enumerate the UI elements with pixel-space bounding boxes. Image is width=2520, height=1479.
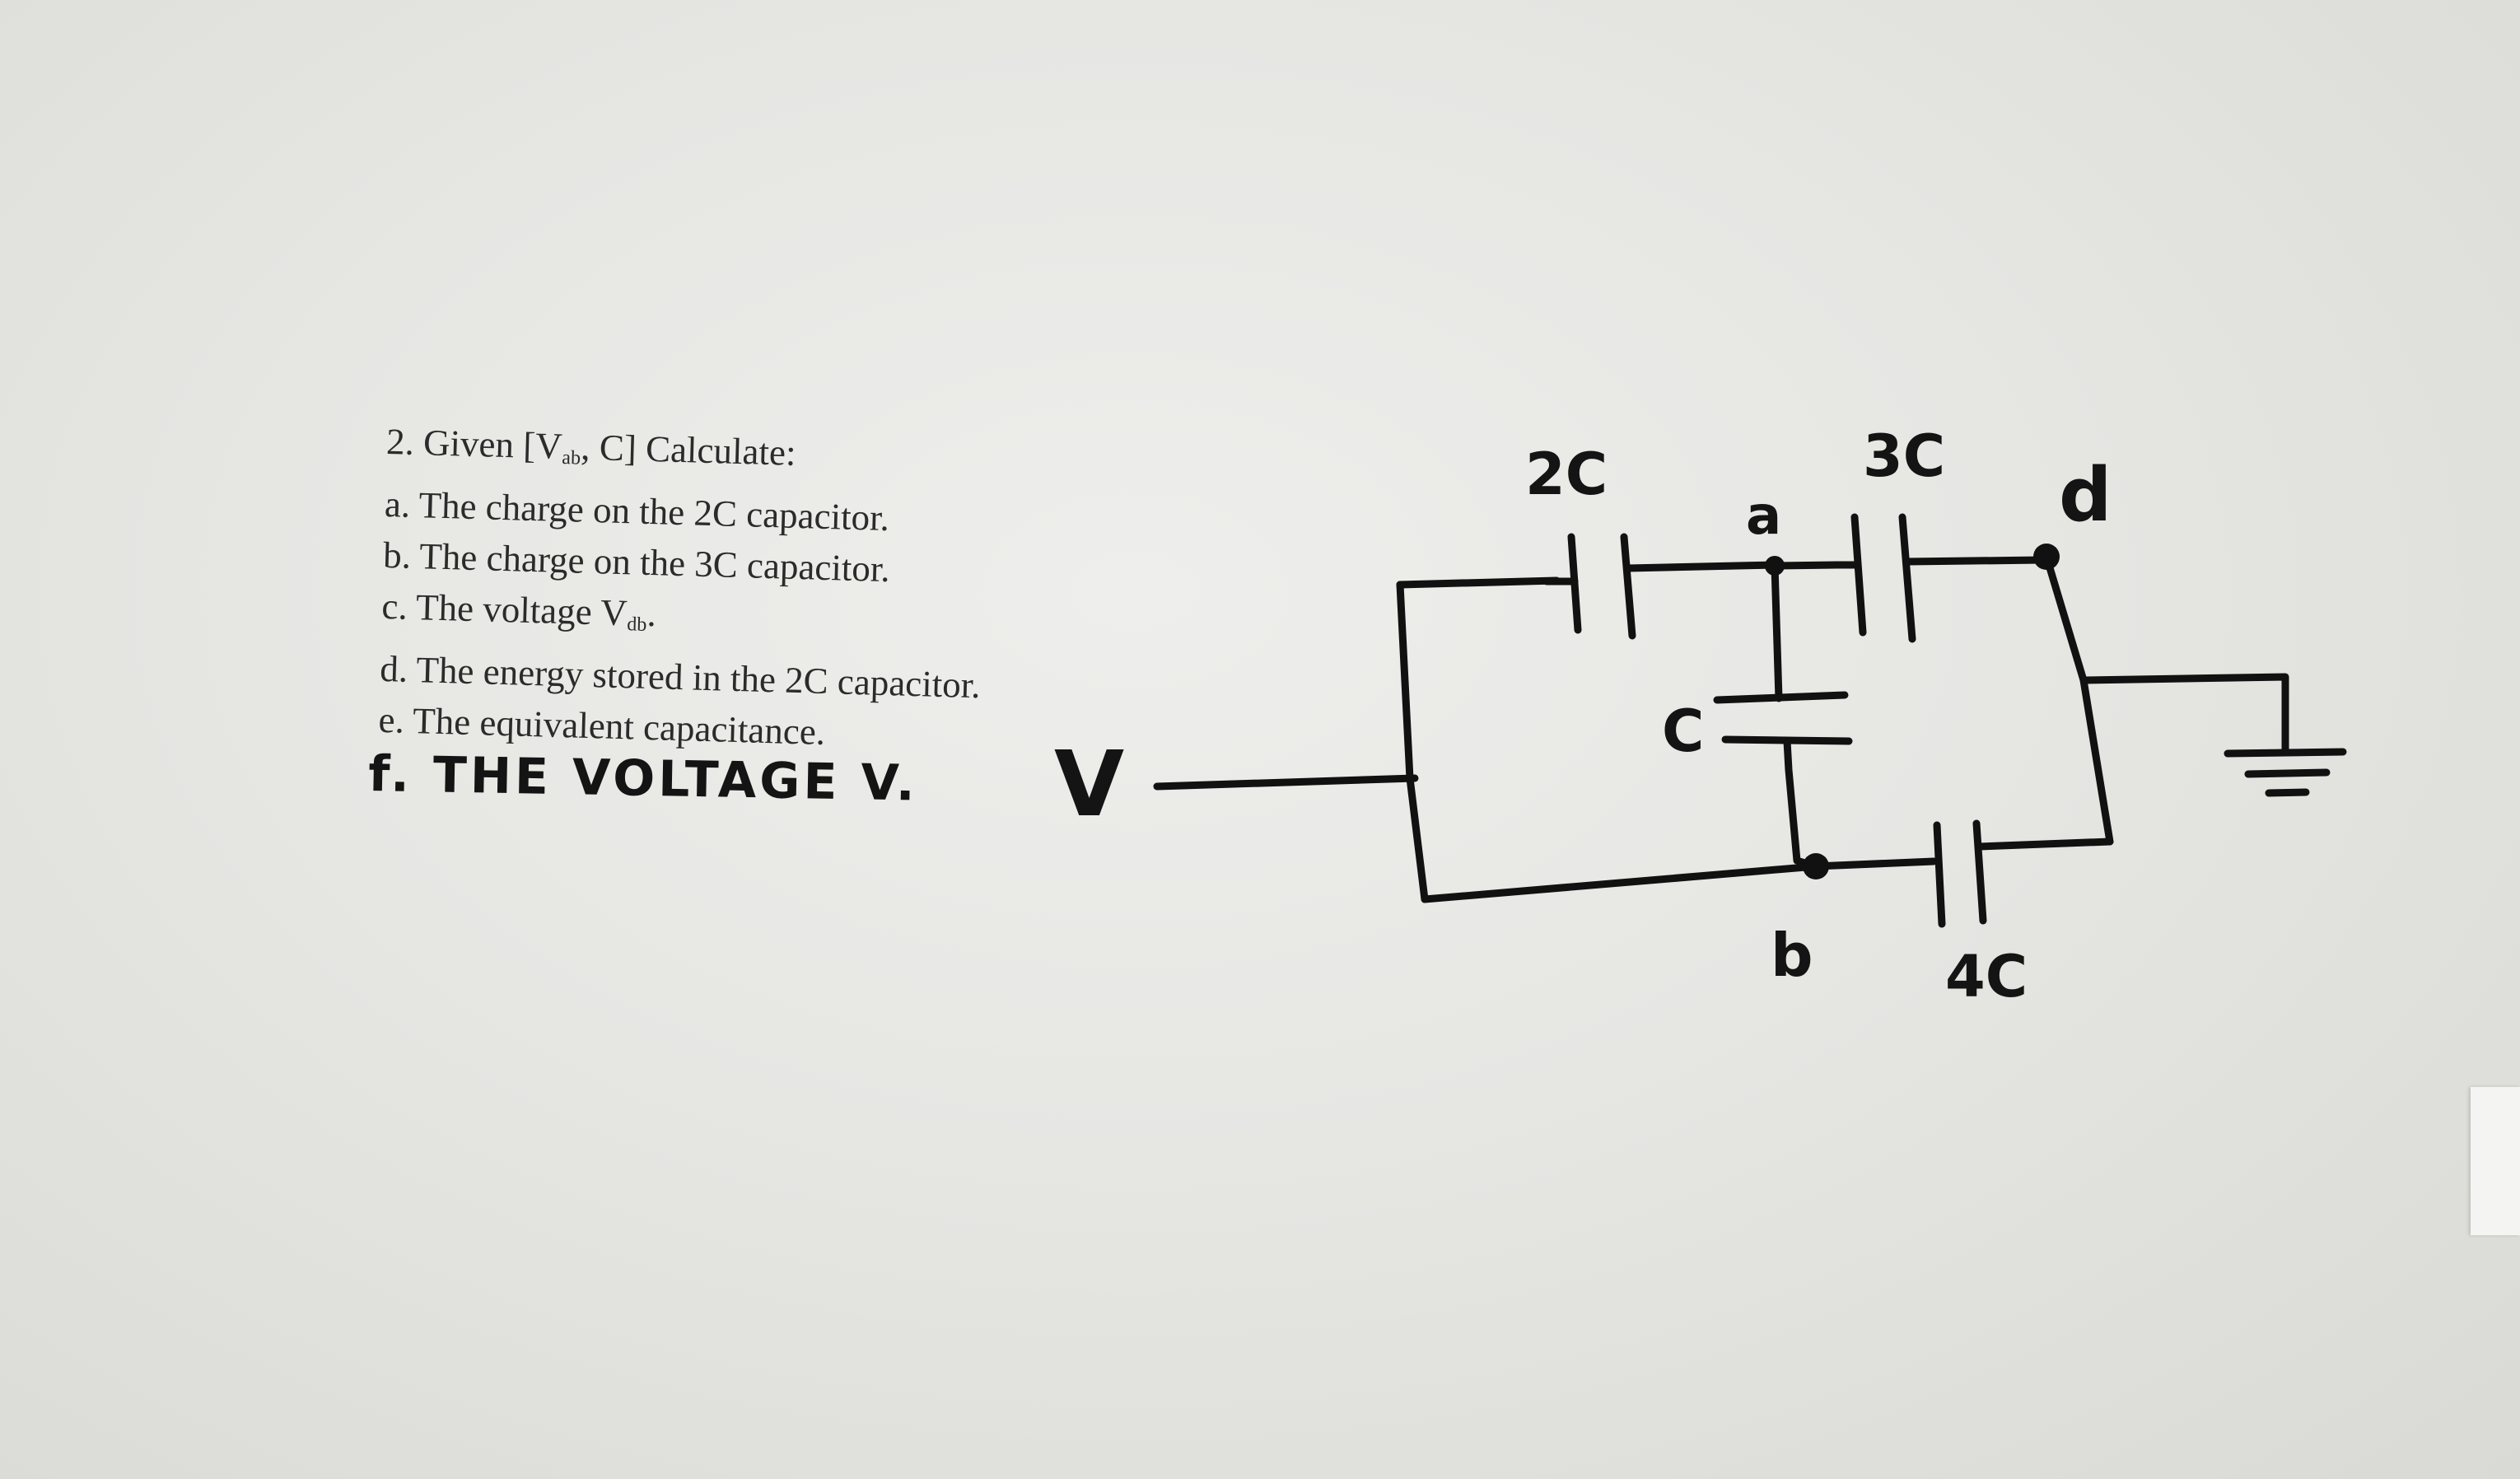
node-b-label: b [1771,921,1813,990]
top-left-wire [1396,576,1561,589]
capacitor-2c-lead-right [1624,561,1779,572]
ground-line-1 [2224,748,2347,758]
wire-b-to-4c [1812,857,1938,870]
paper-edge-corner [2471,1087,2520,1235]
wire-a-to-3c [1771,561,1841,570]
node-d-label: d [2059,452,2112,539]
bottom-wire [1421,862,1820,903]
capacitor-3c-plate-right [1898,513,1916,643]
wire-c-to-b [1783,737,1820,870]
capacitor-3c-label: 3C [1863,422,1945,490]
source-voltage-label: V [1054,731,1124,837]
capacitor-4c-plate-right [1972,819,1987,925]
capacitor-4c-plate-left [1933,821,1946,928]
capacitor-3c-lead-right [1903,556,2046,566]
node-a-label: a [1746,486,1781,547]
left-rail-wire [1396,581,1429,903]
ground-line-3 [2265,788,2310,797]
right-rail-wire [2042,553,2114,846]
capacitor-3c-plate-left [1850,513,1867,637]
capacitor-4c-label: 4C [1945,943,2028,1010]
capacitor-c-label: C [1662,698,1704,765]
ground-line-2 [2244,768,2331,778]
capacitor-2c-plate-right [1620,533,1636,640]
wire-4c-to-right-rail [1976,837,2114,851]
wire-a-to-c [1771,562,1783,702]
source-lead-wire [1153,774,1419,791]
capacitor-c-plate-top [1713,691,1849,704]
capacitor-2c-label: 2C [1525,441,1608,508]
ground-branch-wire [2079,673,2289,755]
